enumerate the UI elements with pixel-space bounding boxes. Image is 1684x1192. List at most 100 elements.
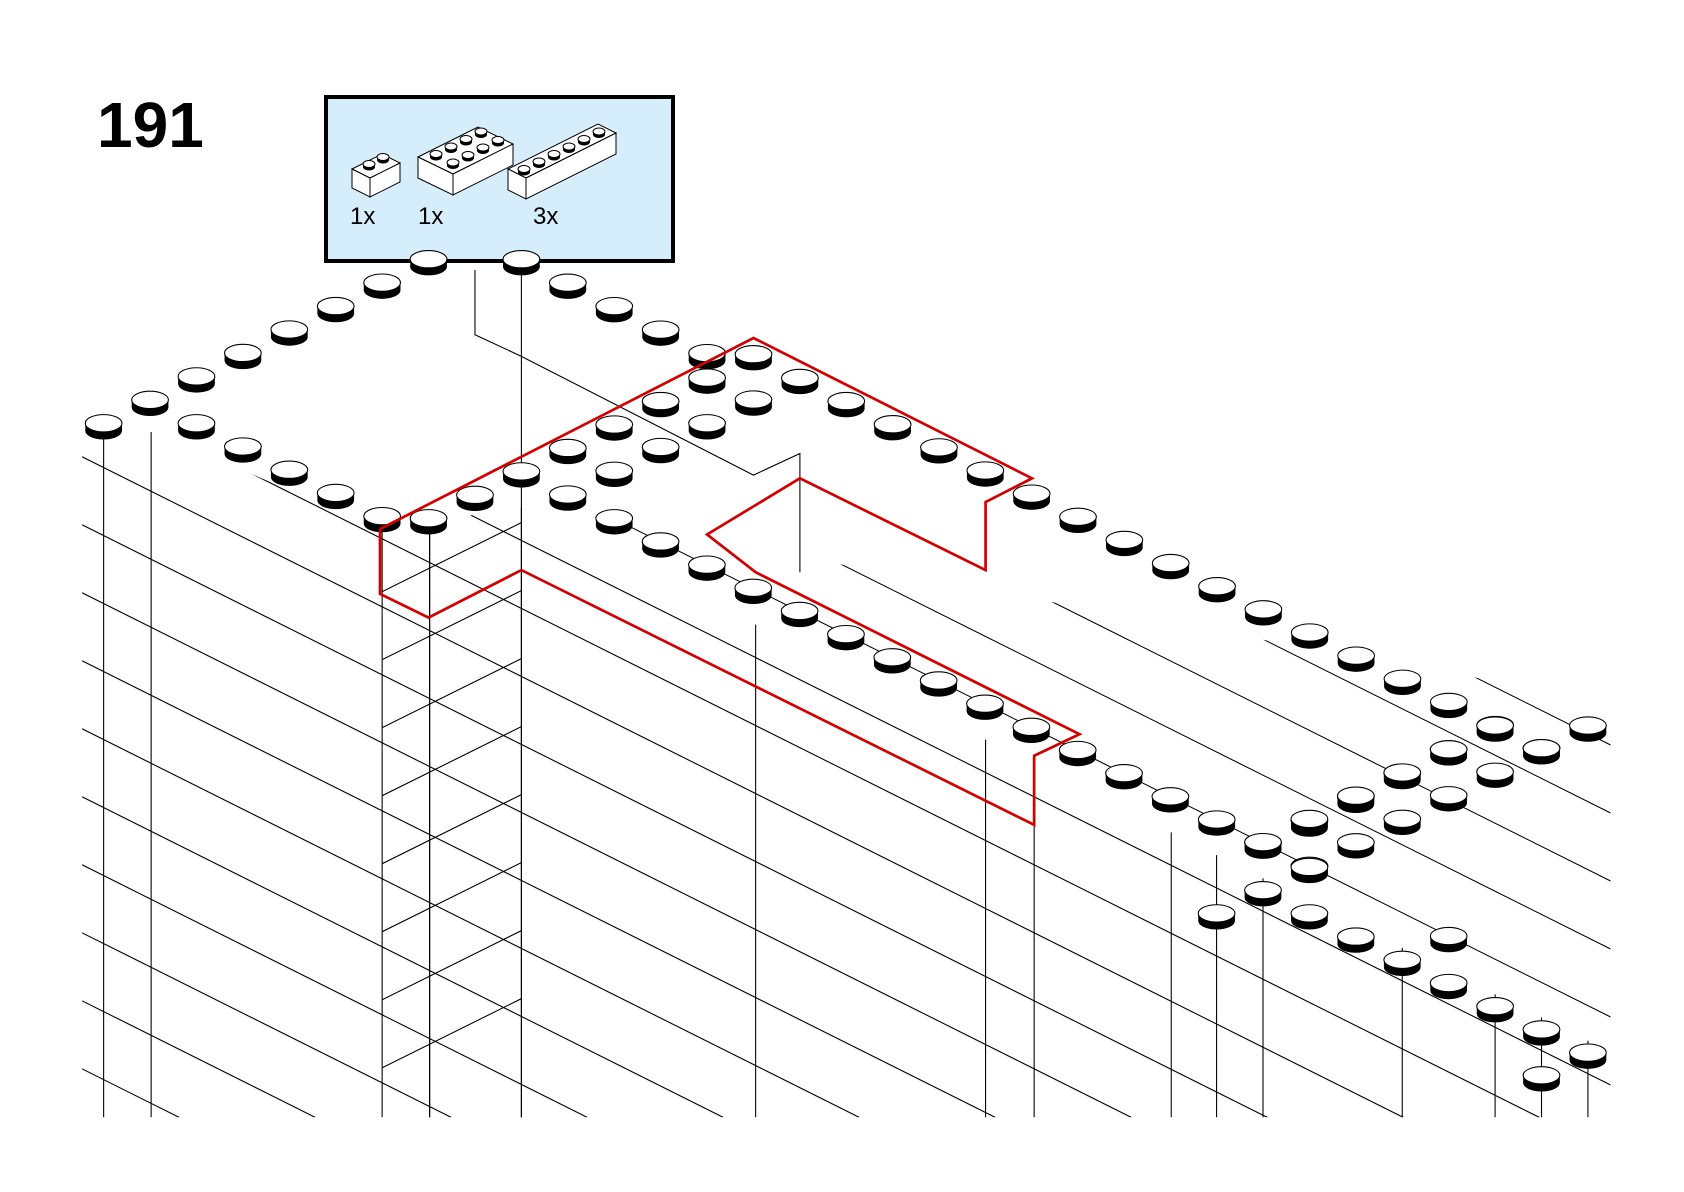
stud-icon — [641, 320, 680, 346]
brick-edge — [382, 590, 522, 661]
stud-icon — [919, 671, 958, 697]
brick-edge — [382, 862, 522, 933]
stud-icon — [270, 460, 309, 486]
stud-icon — [532, 157, 546, 168]
stud-icon — [363, 273, 402, 299]
stud-icon — [517, 165, 531, 176]
stud-icon — [1383, 669, 1422, 695]
stud-icon — [409, 250, 448, 276]
stud-icon — [461, 151, 475, 162]
stud-icon — [966, 694, 1004, 720]
stud-icon — [223, 343, 262, 370]
stud-icon — [734, 578, 773, 604]
stud-icon — [1197, 810, 1236, 836]
highlight-outline — [378, 336, 1083, 828]
stud-icon — [1429, 692, 1468, 719]
stud-icon — [548, 273, 587, 299]
brick-edge — [82, 660, 996, 1118]
stud-icon — [1198, 577, 1236, 603]
stud-icon — [595, 296, 634, 323]
stud-icon — [592, 127, 606, 138]
stud-icon — [1012, 484, 1051, 510]
brick-1x2-icon — [350, 153, 402, 198]
stud-icon — [1058, 740, 1097, 767]
stud-icon — [827, 391, 866, 418]
brick-edge — [82, 456, 1404, 1118]
stud-icon — [548, 438, 587, 465]
stud-icon — [1476, 716, 1514, 742]
stud-icon — [1012, 717, 1051, 744]
stud-icon — [1383, 809, 1422, 835]
stud-icon — [966, 461, 1005, 487]
stud-icon — [444, 142, 458, 153]
brick-edge — [382, 658, 522, 729]
stud-icon — [1569, 716, 1607, 742]
brick-edge — [382, 522, 522, 593]
stud-icon — [177, 414, 216, 440]
stud-icon — [1290, 904, 1329, 930]
brick-edge — [82, 796, 724, 1118]
stud-icon — [827, 624, 865, 651]
stud-icon — [446, 158, 460, 169]
stud-icon — [873, 648, 912, 674]
part-quantity: 3x — [533, 203, 559, 230]
parts-list-callout: 1x 1x 3x — [324, 95, 675, 263]
brick-edge — [82, 1000, 316, 1118]
stud-icon — [595, 415, 634, 441]
stud-icon — [1336, 927, 1375, 953]
brick-edge — [82, 592, 1132, 1118]
brick-edge — [82, 864, 588, 1118]
brick-edge — [1369, 216, 1611, 337]
stud-icon — [873, 415, 912, 441]
stud-icon — [688, 368, 726, 394]
stud-icon — [456, 485, 494, 512]
brick-edge — [1233, 216, 1611, 405]
stud-icon — [1244, 600, 1283, 626]
brick-2x4-icon — [416, 126, 515, 196]
stud-icon — [1244, 880, 1282, 907]
stud-icon — [734, 390, 773, 416]
stud-icon — [1336, 786, 1375, 812]
stud-icon — [1383, 763, 1422, 789]
stud-icon — [1429, 786, 1468, 812]
stud-icon — [316, 483, 355, 510]
stud-icon — [595, 509, 634, 535]
wall-faces — [82, 216, 1611, 1118]
stud-icon — [1151, 787, 1190, 813]
stud-icon — [547, 150, 561, 161]
brick-edge — [144, 431, 1611, 950]
brick-edge — [960, 431, 1611, 542]
brick-edge — [82, 524, 1268, 1118]
stud-icon — [270, 320, 309, 346]
parts-illustrations — [350, 123, 618, 200]
brick-edge — [82, 431, 1611, 1086]
stud-icon — [595, 461, 634, 487]
stud-icon — [641, 532, 680, 558]
stud-icon — [1429, 973, 1468, 1000]
stud-icon — [577, 135, 591, 146]
stud-icon — [1105, 530, 1144, 557]
stud-icon — [1290, 857, 1329, 884]
brick-edge — [382, 794, 522, 865]
stud-icon — [781, 368, 819, 395]
stud-icon — [502, 462, 541, 488]
stud-icon — [474, 127, 488, 138]
stud-icon — [84, 414, 123, 440]
brick-1x6-icon — [506, 123, 618, 200]
stud-icon — [363, 506, 402, 533]
stud-icon — [920, 438, 958, 464]
stud-icon — [502, 250, 541, 276]
stud-icon — [1105, 764, 1143, 790]
stud-icon — [1059, 507, 1097, 533]
stud-icon — [688, 555, 726, 581]
stud-icon — [1336, 833, 1375, 859]
stud-icon — [1151, 553, 1190, 580]
brick-edge — [382, 930, 522, 1001]
stud-icon — [1290, 809, 1329, 836]
stud-icon — [548, 485, 587, 511]
stud-icon — [734, 345, 773, 371]
brick-edge — [82, 932, 452, 1118]
stud-icon — [223, 437, 262, 463]
stud-icon — [1522, 1066, 1561, 1092]
stud-icon — [1569, 1043, 1607, 1069]
